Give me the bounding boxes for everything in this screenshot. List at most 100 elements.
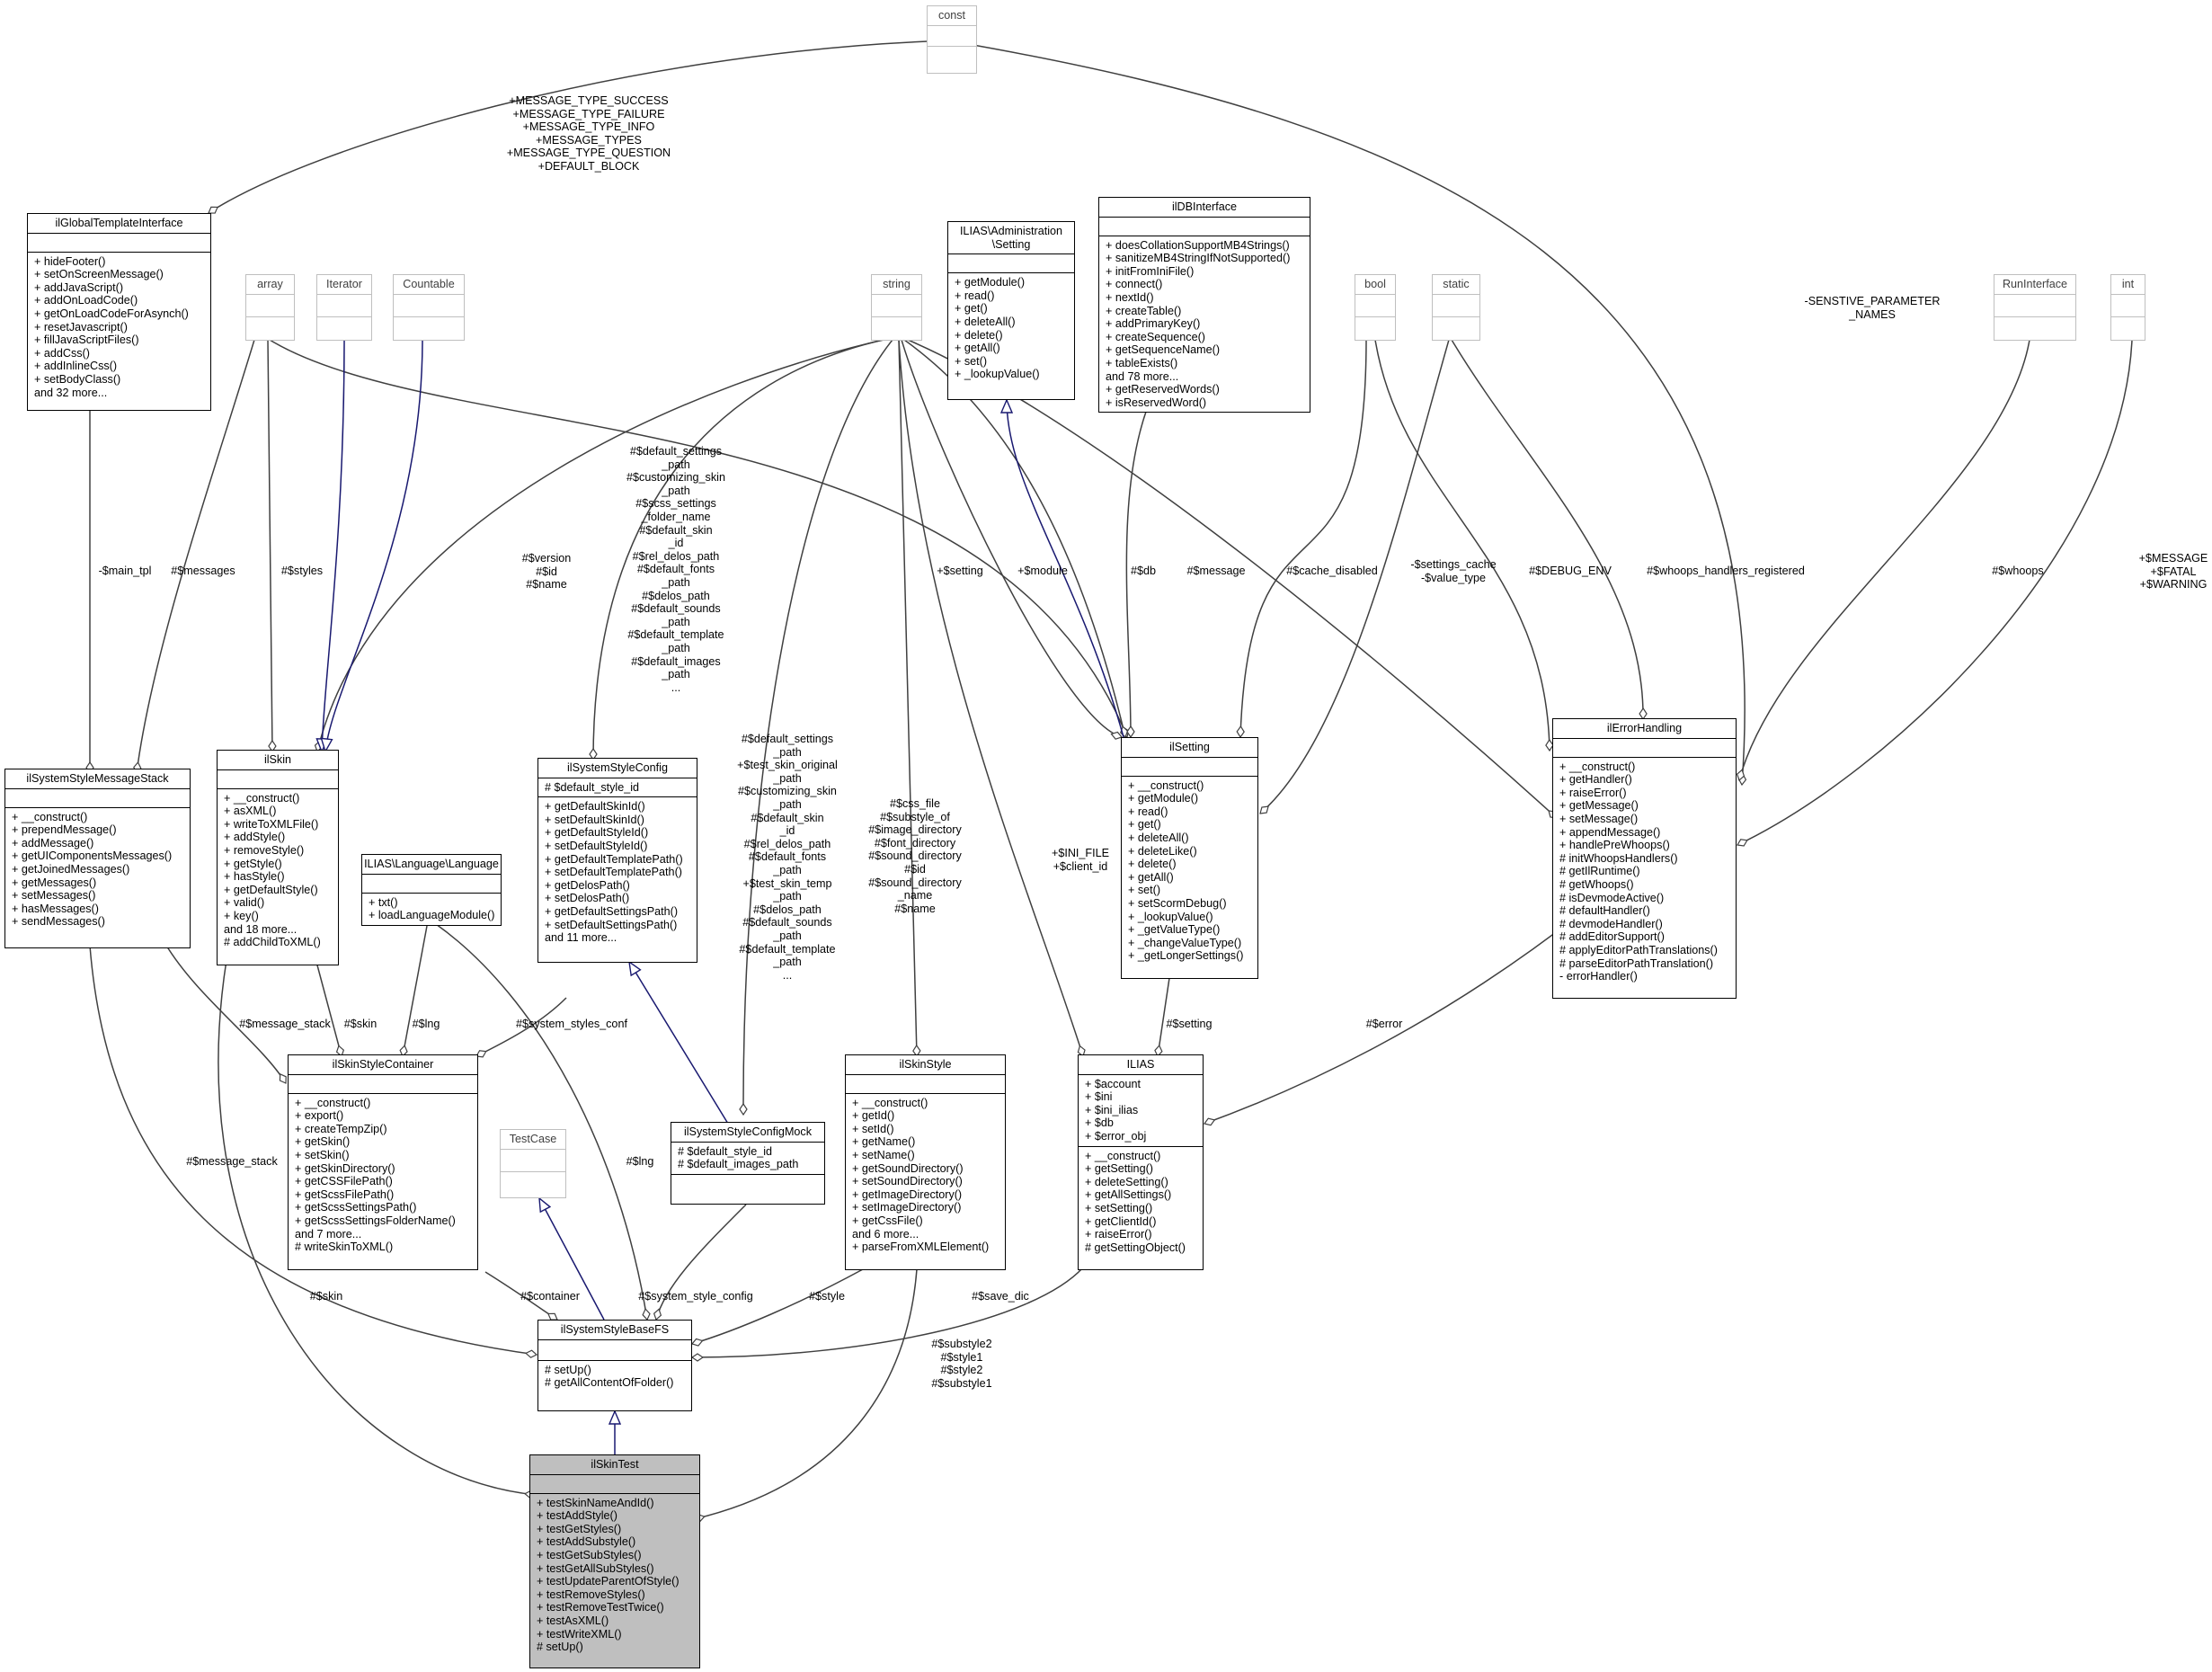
edge-mock-basefs xyxy=(656,1204,747,1320)
method: + handlePreWhoops() xyxy=(1559,839,1670,852)
method: + key() xyxy=(224,909,259,922)
method: + sendMessages() xyxy=(12,915,105,929)
method: + getScssSettingsPath() xyxy=(295,1201,417,1214)
method: + getCSSFilePath() xyxy=(295,1175,393,1188)
class-ilSystemStyleConfigMock[interactable]: ilSystemStyleConfigMock # $default_style… xyxy=(671,1122,825,1205)
method: + addInlineCss() xyxy=(34,360,118,373)
method: + deleteAll() xyxy=(955,315,1016,328)
edge-mock-config xyxy=(629,962,729,1125)
methods: + __construct()+ asXML()+ writeToXMLFile… xyxy=(218,787,338,952)
method: + getSkinDirectory() xyxy=(295,1161,395,1175)
method: + _changeValueType() xyxy=(1128,936,1242,949)
method: + deleteLike() xyxy=(1128,844,1197,858)
class-ILIAS-Administration-Setting[interactable]: ILIAS\Administration \Setting + getModul… xyxy=(947,221,1075,400)
class-array[interactable]: array xyxy=(245,274,295,341)
method: + testUpdateParentOfStyle() xyxy=(537,1575,680,1588)
edge-setting-ilias xyxy=(1158,977,1170,1056)
methods: + __construct()+ getSetting()+ deleteSet… xyxy=(1079,1145,1203,1258)
method: + testGetAllSubStyles() xyxy=(537,1561,654,1575)
class-Iterator[interactable]: Iterator xyxy=(316,274,372,341)
edge-run-errorhandling xyxy=(1739,339,2030,780)
label-lng-1: #$lng xyxy=(412,1018,440,1030)
class-ilDBInterface[interactable]: ilDBInterface + doesCollationSupportMB4S… xyxy=(1098,197,1310,413)
method: + __construct() xyxy=(12,810,88,823)
class-title: ILIAS\Administration \Setting xyxy=(959,225,1063,251)
methods: + __construct()+ export()+ createTempZip… xyxy=(289,1092,477,1257)
method: + parseFromXMLElement() xyxy=(852,1241,990,1254)
method: + addOnLoadCode() xyxy=(34,294,138,307)
class-title: ilSkinStyleContainer xyxy=(332,1058,434,1071)
class-RunInterface[interactable]: RunInterface xyxy=(1994,274,2076,341)
class-ilSystemStyleMessageStack[interactable]: ilSystemStyleMessageStack + __construct(… xyxy=(4,769,191,948)
class-ilSkinTest[interactable]: ilSkinTest + testSkinNameAndId()+ testAd… xyxy=(529,1454,700,1668)
method: + getHandler() xyxy=(1559,773,1632,787)
class-ilSystemStyleBaseFS[interactable]: ilSystemStyleBaseFS # setUp()# getAllCon… xyxy=(537,1320,692,1411)
methods: + __construct()+ prependMessage()+ addMe… xyxy=(5,806,190,931)
class-static[interactable]: static xyxy=(1432,274,1480,341)
class-title: ILIAS\Language\Language xyxy=(364,858,499,870)
label-message-stack-1: #$message_stack xyxy=(239,1018,331,1030)
method: + sanitizeMB4StringIfNotSupported() xyxy=(1106,252,1291,265)
edge-setting-adminsetting xyxy=(1007,400,1124,738)
attribute: # $default_style_id xyxy=(678,1144,773,1158)
attribute: + $db xyxy=(1085,1116,1114,1130)
class-title: ilErrorHandling xyxy=(1606,722,1683,734)
method: + raiseError() xyxy=(1559,786,1627,799)
class-int[interactable]: int xyxy=(2110,274,2145,341)
edge-language-basefs xyxy=(435,923,647,1320)
class-ILIAS-Language-Language[interactable]: ILIAS\Language\Language + txt()+ loadLan… xyxy=(361,854,502,926)
method: + appendMessage() xyxy=(1559,825,1661,839)
edge-const-globaltpl xyxy=(209,40,928,213)
class-const[interactable]: const xyxy=(927,5,977,74)
edge-bool-setting xyxy=(1240,339,1367,737)
method: + setDelosPath() xyxy=(545,892,630,905)
method: + addMessage() xyxy=(12,836,94,849)
class-ilErrorHandling[interactable]: ilErrorHandling + __construct()+ getHand… xyxy=(1552,718,1737,999)
class-ilSystemStyleConfig[interactable]: ilSystemStyleConfig # $default_style_id … xyxy=(537,758,697,963)
attributes: + $account+ $ini+ $ini_ilias+ $db+ $erro… xyxy=(1079,1073,1203,1146)
class-ilSkin[interactable]: ilSkin + __construct()+ asXML()+ writeTo… xyxy=(217,750,339,965)
class-ilGlobalTemplateInterface[interactable]: ilGlobalTemplateInterface + hideFooter()… xyxy=(27,213,211,411)
class-string[interactable]: string xyxy=(871,274,922,341)
attribute: # $default_style_id xyxy=(545,780,640,794)
edge-skinstyle-basefs xyxy=(692,1268,864,1344)
method: + initFromIniFile() xyxy=(1106,264,1195,278)
method: + setOnScreenMessage() xyxy=(34,268,164,281)
method: + doesCollationSupportMB4Strings() xyxy=(1106,238,1290,252)
class-TestCase[interactable]: TestCase xyxy=(500,1129,566,1198)
methods: + getModule()+ read()+ get()+ deleteAll(… xyxy=(948,272,1074,384)
class-title: ilSystemStyleMessageStack xyxy=(26,772,169,785)
class-Countable[interactable]: Countable xyxy=(393,274,465,341)
method: + testRemoveTestTwice() xyxy=(537,1601,664,1614)
class-title: ilSystemStyleConfig xyxy=(567,761,668,774)
method: # isDevmodeActive() xyxy=(1559,891,1665,904)
label-skin-1: #$skin xyxy=(343,1018,378,1030)
method: + tableExists() xyxy=(1106,356,1178,369)
class-title: static xyxy=(1443,278,1470,290)
edge-messagestack-container xyxy=(164,943,286,1083)
method: # getSettingObject() xyxy=(1085,1241,1186,1254)
method: # getIlRuntime() xyxy=(1559,865,1640,878)
edge-string-skinstyle xyxy=(898,339,917,1056)
method: + getDelosPath() xyxy=(545,878,630,892)
class-ilSkinStyleContainer[interactable]: ilSkinStyleContainer + __construct()+ ex… xyxy=(288,1054,478,1270)
method: + getImageDirectory() xyxy=(852,1187,963,1201)
method: + testWriteXML() xyxy=(537,1627,622,1641)
method: + removeStyle() xyxy=(224,843,305,857)
edge-container-basefs xyxy=(484,1271,557,1320)
class-bool[interactable]: bool xyxy=(1355,274,1396,341)
method: # defaultHandler() xyxy=(1559,904,1650,918)
method: + getSequenceName() xyxy=(1106,343,1221,357)
class-title: bool xyxy=(1364,278,1386,290)
method: + setMessages() xyxy=(12,889,96,903)
method: + testAddStyle() xyxy=(537,1509,617,1523)
class-ilSetting[interactable]: ilSetting + __construct()+ getModule()+ … xyxy=(1121,737,1258,979)
class-title: ilSystemStyleConfigMock xyxy=(683,1125,813,1138)
method: + createSequence() xyxy=(1106,330,1205,343)
class-ILIAS[interactable]: ILIAS + $account+ $ini+ $ini_ilias+ $db+… xyxy=(1078,1054,1204,1270)
class-ilSkinStyle[interactable]: ilSkinStyle + __construct()+ getId()+ se… xyxy=(845,1054,1006,1270)
method: # getAllContentOfFolder() xyxy=(545,1376,674,1390)
attribute: + $account xyxy=(1085,1077,1141,1090)
